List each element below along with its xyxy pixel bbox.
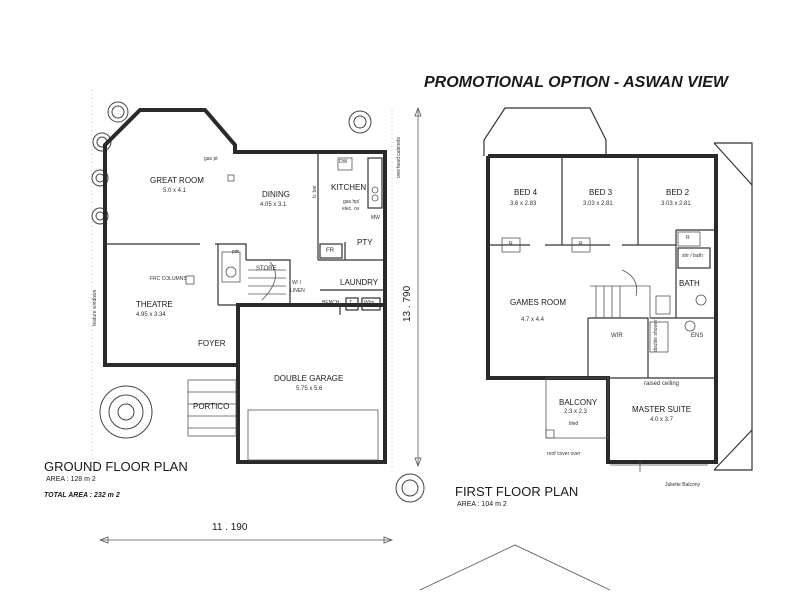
gas-point-label: gas pt <box>204 156 218 162</box>
double-shower-label: double shower <box>653 319 659 352</box>
room-size-theatre: 4.95 x 3.34 <box>136 312 166 318</box>
breakfast-bar-label: b. bar <box>312 185 318 198</box>
roof-sketch-line <box>419 544 611 591</box>
microwave-label: MW <box>371 215 380 221</box>
gas-hotplate-label: gas hp/ <box>343 199 360 205</box>
first-floor-fixtures <box>501 231 711 472</box>
room-label-kitchen: KITCHEN <box>331 183 367 192</box>
frc-columns-label: FRC COLUMNS <box>150 276 187 282</box>
dishwasher-label: DW <box>339 159 348 165</box>
room-size-bed-2: 3.03 x 2.81 <box>661 201 691 207</box>
room-label-dining: DINING <box>262 190 290 199</box>
room-label-portico: PORTICO <box>193 402 230 411</box>
room-label-pantry: PTY <box>357 238 373 247</box>
room-size-great-room: 5.0 x 4.1 <box>163 188 187 194</box>
fridge-label: FR <box>326 248 334 254</box>
raised-ceiling-label: raised ceiling <box>644 381 680 387</box>
room-label-bed-2: BED 2 <box>666 188 690 197</box>
room-size-bed-3: 3.03 x 2.81 <box>583 201 613 207</box>
roof-cover-label: roof cover over <box>547 451 581 457</box>
room-label-store: STORE <box>256 266 277 272</box>
room-label-bath: BATH <box>679 279 700 288</box>
room-label-games-room: GAMES ROOM <box>510 298 567 307</box>
robe-label-bed-3: R <box>579 241 583 247</box>
room-size-balcony: 2.3 x 2.3 <box>564 409 588 415</box>
room-label-master-suite: MASTER SUITE <box>632 405 692 414</box>
first-floor-plan-label: FIRST FLOOR PLAN <box>455 484 579 499</box>
overhead-cabinets-label: overhead cabinets <box>396 137 402 178</box>
shower-bath-label: shr / bath <box>682 253 703 259</box>
kitchen-fixtures <box>185 157 383 311</box>
first-floor-area: AREA : 104 m 2 <box>457 501 507 508</box>
room-size-master-suite: 4.0 x 3.7 <box>650 417 674 423</box>
room-label-laundry: LAUNDRY <box>340 278 379 287</box>
room-size-double-garage: 5.75 x 5.6 <box>296 386 323 392</box>
dimension-lines <box>98 106 422 544</box>
powder-room-label: pdr <box>232 249 240 255</box>
room-label-linen: LINEN <box>290 288 305 294</box>
staircase <box>221 251 286 301</box>
room-label-bed-3: BED 3 <box>589 188 613 197</box>
electric-oven-label: elec. ov <box>342 206 360 212</box>
feature-windows-label: feature windows <box>92 289 98 326</box>
ground-floor-walls <box>103 108 387 464</box>
washing-machine-label: W/m <box>364 300 375 306</box>
room-label-bed-4: BED 4 <box>514 188 538 197</box>
portico-paving <box>187 379 379 461</box>
room-label-double-garage: DOUBLE GARAGE <box>274 374 344 383</box>
depth-dimension: 13 . 790 <box>402 285 413 322</box>
room-label-ensuite: ENS <box>691 333 704 339</box>
room-label-walk-in-linen: W/ I <box>292 280 301 286</box>
room-size-games-room: 4.7 x 4.4 <box>521 317 545 323</box>
tub-label: T <box>349 300 353 306</box>
robe-label-bed-4: R <box>509 241 513 247</box>
room-label-foyer: FOYER <box>198 339 226 348</box>
room-size-dining: 4.05 x 3.1 <box>260 202 287 208</box>
room-size-bed-4: 3.6 x 2.83 <box>510 201 537 207</box>
first-floor-walls <box>483 107 753 471</box>
robe-label-bed-2: R <box>686 235 690 241</box>
bench-label: BENCH <box>322 300 340 306</box>
width-dimension: 11 . 190 <box>212 522 248 533</box>
room-label-walk-in-robe: WIR <box>611 333 623 339</box>
total-area: TOTAL AREA : 232 m 2 <box>44 492 120 499</box>
room-label-balcony: BALCONY <box>559 398 598 407</box>
juliette-balcony-label: Juliette Balcony <box>665 482 701 488</box>
room-label-theatre: THEATRE <box>136 300 173 309</box>
room-label-great-room: GREAT ROOM <box>150 176 204 185</box>
ground-floor-area: AREA : 128 m 2 <box>46 476 96 483</box>
ground-floor-plan-label: GROUND FLOOR PLAN <box>44 459 188 474</box>
tiled-label: tiled <box>569 421 579 427</box>
plan-title: PROMOTIONAL OPTION - ASWAN VIEW <box>424 74 728 91</box>
